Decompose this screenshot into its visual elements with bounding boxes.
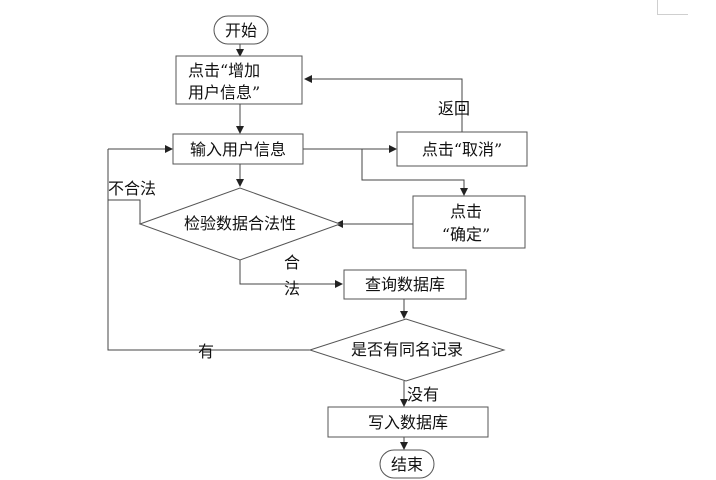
node-confirm-line1: 点击 [450,202,482,221]
edge-invalid-back-to-input [107,149,141,224]
node-write-db-label: 写入数据库 [368,413,448,432]
node-add-user-line1: 点击“增加 [188,61,260,80]
node-validate: 检验数据合法性 [138,187,342,261]
edge-cancel-back-to-add [304,75,463,132]
edge-valid-to-query [239,258,343,288]
node-add-user: 点击“增加 用户信息” [175,55,303,105]
node-query-db-label: 查询数据库 [365,275,445,294]
node-write-db: 写入数据库 [327,406,489,438]
node-same-name: 是否有同名记录 [308,318,506,382]
edge-input-to-confirm [361,149,468,196]
node-input-user-label: 输入用户信息 [190,140,286,159]
window-corner-fragment [657,0,688,15]
node-cancel-label: 点击“取消” [422,140,502,159]
node-confirm: 点击 “确定” [412,195,526,249]
node-confirm-line2: “确定” [442,225,490,244]
node-validate-label: 检验数据合法性 [184,214,296,233]
edge-label-valid-1: 合 [284,253,300,272]
node-input-user: 输入用户信息 [172,133,304,165]
edge-label-exists: 有 [198,342,214,361]
node-start: 开始 [213,15,269,45]
node-end-label: 结束 [391,455,423,474]
node-end: 结束 [379,449,435,479]
edge-label-invalid: 不合法 [108,179,156,198]
node-query-db: 查询数据库 [343,269,467,300]
node-same-name-label: 是否有同名记录 [351,340,463,359]
edge-exists-back-to-input [107,200,310,351]
node-cancel: 点击“取消” [396,131,528,167]
edge-label-not-exists: 没有 [407,385,439,404]
node-start-label: 开始 [225,21,257,40]
node-add-user-line2: 用户信息” [188,83,260,102]
edge-label-valid-2: 法 [284,279,300,298]
edge-label-back: 返回 [438,99,470,118]
connectors [107,44,468,450]
